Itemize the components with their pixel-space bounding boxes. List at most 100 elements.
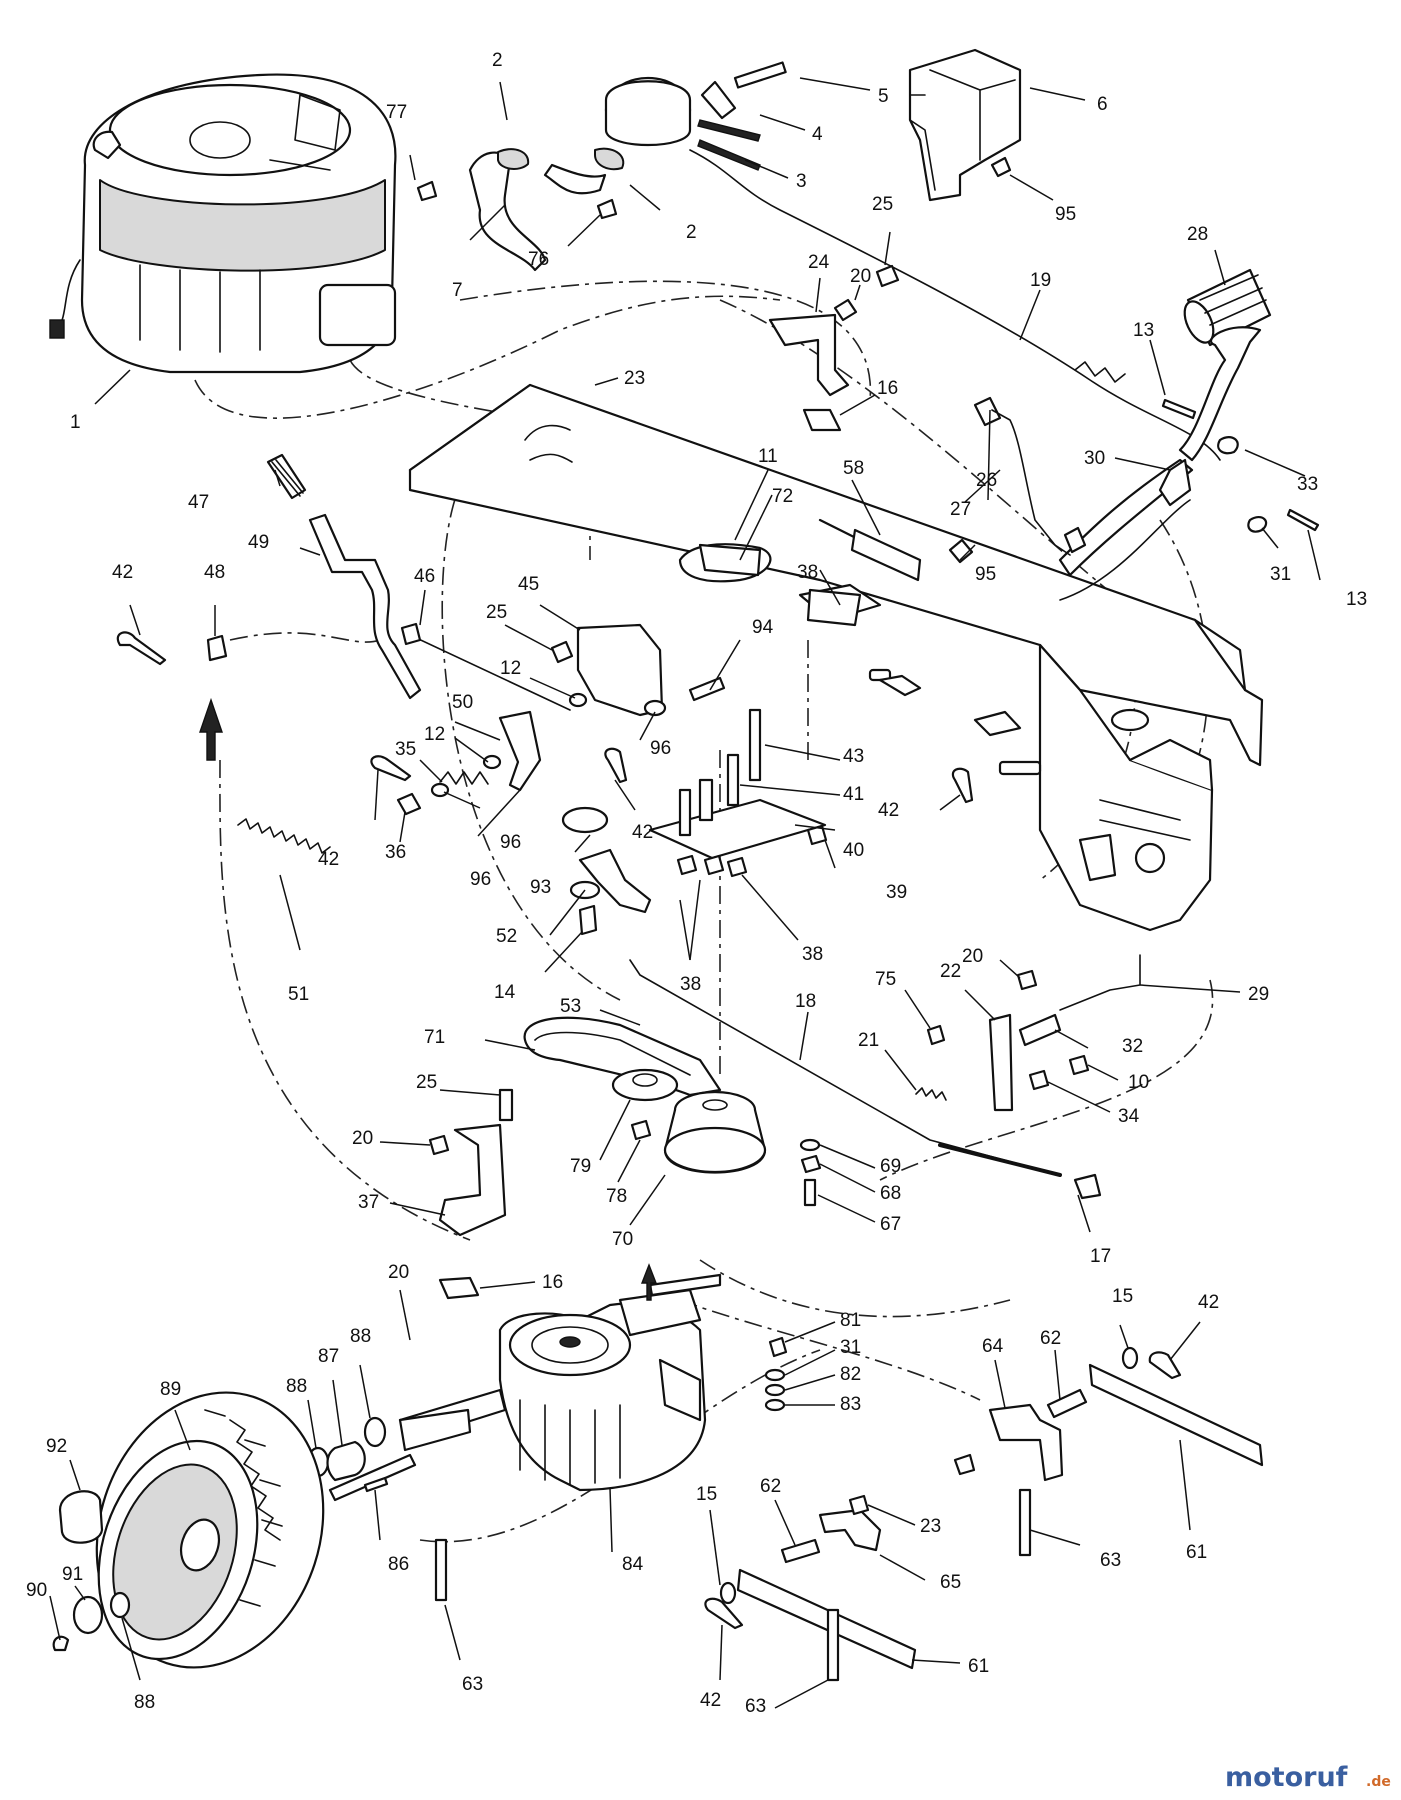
bolt-94 <box>688 676 726 702</box>
callout: 18 <box>795 991 816 1012</box>
watermark-tld: .de <box>1366 1774 1391 1790</box>
plate-16-top <box>802 408 842 432</box>
plate-72 <box>698 543 762 577</box>
spacer-87 <box>326 1440 366 1482</box>
bracket-30 <box>1158 458 1192 507</box>
bracket-37 <box>438 1123 507 1237</box>
callout: 81 <box>840 1310 861 1331</box>
washer-96-c <box>643 699 667 717</box>
callout: 38 <box>797 562 818 583</box>
callout: 88 <box>350 1326 371 1347</box>
callout: 82 <box>840 1364 861 1385</box>
callout: 42 <box>318 849 339 870</box>
pulley-70-rim <box>663 1126 767 1174</box>
clip-42-right <box>951 767 974 804</box>
callout: 31 <box>1270 564 1291 585</box>
washer-15-lower <box>719 1581 737 1605</box>
main-frame <box>408 383 1264 932</box>
bolt-63-lower <box>826 1608 840 1682</box>
clip-42-left <box>116 631 167 666</box>
nut-20-left <box>428 1134 450 1156</box>
callout: 48 <box>204 562 225 583</box>
callout: 6 <box>1097 94 1108 115</box>
callout: 46 <box>414 566 435 587</box>
bracket-50 <box>498 710 542 792</box>
rod-linkage-right <box>1059 499 1191 601</box>
callout: 16 <box>877 378 898 399</box>
callout: 15 <box>1112 1286 1133 1307</box>
bracket-24 <box>768 264 900 397</box>
callout: 96 <box>650 738 671 759</box>
pulley-93 <box>561 806 609 834</box>
callout: 23 <box>920 1516 941 1537</box>
callout: 94 <box>752 617 774 638</box>
callout: 4 <box>812 124 823 145</box>
clip-42-mid <box>370 755 412 782</box>
callout: 17 <box>1090 1246 1111 1267</box>
washer-31 <box>1247 515 1268 533</box>
callout: 93 <box>530 877 551 898</box>
callout: 88 <box>286 1376 307 1397</box>
washer-69 <box>799 1138 821 1152</box>
callout: 72 <box>772 486 793 507</box>
callout: 84 <box>622 1554 644 1575</box>
transaxle <box>398 1273 722 1492</box>
bolt-95-frame <box>948 538 974 564</box>
callout: 3 <box>796 171 807 192</box>
bolt-41 <box>698 778 714 822</box>
spring-35 <box>439 771 489 785</box>
bolt-10 <box>1068 1054 1090 1076</box>
callout: 77 <box>386 102 407 123</box>
washer-91 <box>72 1595 104 1635</box>
hub-cap-92 <box>58 1490 104 1544</box>
callout: 34 <box>1118 1106 1140 1127</box>
washer-31-lower <box>764 1368 786 1382</box>
plate-16-lower <box>438 1276 480 1300</box>
washer-33 <box>1217 436 1239 455</box>
callout: 35 <box>395 739 416 760</box>
nut-78 <box>630 1119 652 1141</box>
callout: 49 <box>248 532 269 553</box>
bracket-22 <box>988 1013 1014 1112</box>
callout: 71 <box>424 1027 445 1048</box>
nut-23-lower-b <box>848 1494 870 1516</box>
callout: 42 <box>1198 1292 1219 1313</box>
watermark-brand: motoruf <box>1225 1762 1348 1793</box>
washer-88-b <box>363 1416 387 1448</box>
bolt-14 <box>578 904 598 936</box>
callout: 42 <box>878 800 899 821</box>
callout: 23 <box>624 368 645 389</box>
pulley-79-hub <box>632 1073 658 1087</box>
rod-46 <box>409 634 571 711</box>
spring-21 <box>915 1087 947 1101</box>
watermark: motoruf .de <box>1225 1762 1391 1793</box>
callout: 15 <box>696 1484 717 1505</box>
callout: 25 <box>416 1072 437 1093</box>
callout: 38 <box>802 944 823 965</box>
callout: 58 <box>843 458 864 479</box>
callout: 25 <box>872 194 893 215</box>
callout: 20 <box>850 266 871 287</box>
callout: 70 <box>612 1229 633 1250</box>
callout: 89 <box>160 1379 181 1400</box>
callout: 63 <box>1100 1550 1121 1571</box>
callout: 1 <box>70 412 81 433</box>
callout: 12 <box>424 724 445 745</box>
callout: 42 <box>112 562 133 583</box>
callout: 16 <box>542 1272 563 1293</box>
callout: 96 <box>500 832 521 853</box>
rod-29 <box>1059 954 1141 1011</box>
bolt-75 <box>926 1024 946 1046</box>
nut-20-right <box>1016 969 1038 991</box>
up-arrow-icon <box>199 697 223 761</box>
callout-numbers: 1 2 2 3 4 5 6 7 76 77 95 28 19 24 20 25 … <box>26 50 1367 1717</box>
callout: 12 <box>500 658 521 679</box>
grip <box>1183 268 1272 347</box>
brake-rod <box>973 396 1087 556</box>
callout: 30 <box>1084 448 1105 469</box>
clip-90 <box>52 1635 70 1652</box>
callout: 61 <box>968 1656 989 1677</box>
callout: 68 <box>880 1183 901 1204</box>
clip-42-lower <box>704 1597 744 1630</box>
callout: 20 <box>962 946 983 967</box>
